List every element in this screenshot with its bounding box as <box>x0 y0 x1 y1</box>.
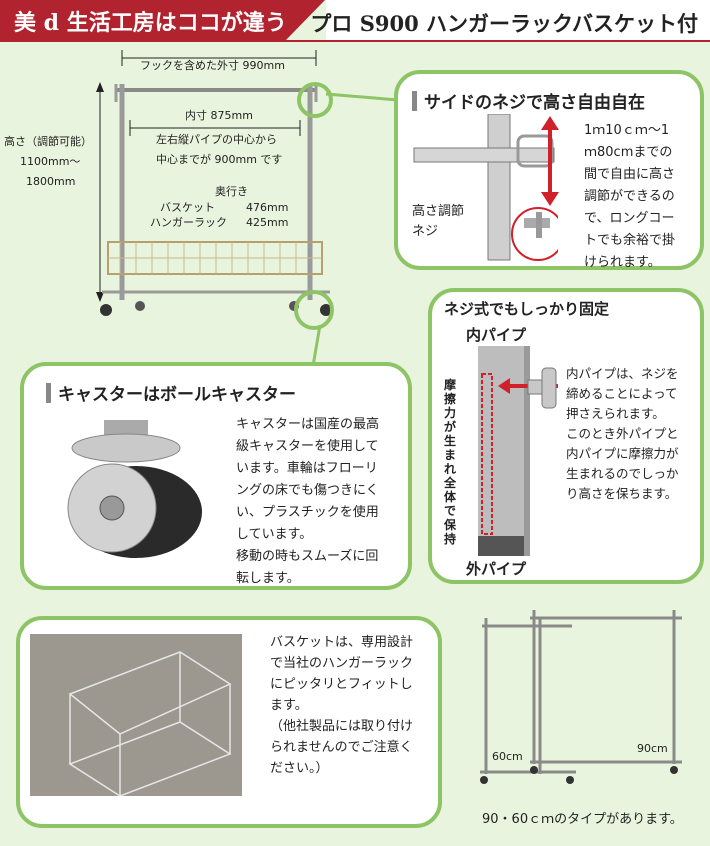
screw-fix-title: ネジ式でもしっかり固定 <box>444 300 610 318</box>
screw-fix-description: 内パイプは、ネジを締めることによって押さえられます。 このとき外パイプと内パイプ… <box>566 366 679 501</box>
header-product-bar: プロ S900 ハンガーラックバスケット付 <box>310 0 710 40</box>
header-brand-banner: 美 d 生活工房はココが違う <box>0 0 325 40</box>
pipe-center-text-1: 左右縦パイプの中心から <box>156 133 277 146</box>
rack-types-diagram <box>480 610 682 784</box>
caster-photo <box>40 414 210 564</box>
type-60-label: 60cm <box>492 750 523 763</box>
inner-pipe-label: 内パイプ <box>466 326 527 344</box>
caster-panel: キャスターはボールキャスター キャスターは国産の最高級キャスターを使用しています… <box>20 362 412 590</box>
product-title: プロ S900 ハンガーラックバスケット付 <box>310 11 698 36</box>
side-screw-title: サイドのネジで高さ自由自在 <box>412 88 645 113</box>
type-90-label: 90cm <box>637 742 668 755</box>
brand-title: 美 d 生活工房はココが違う <box>14 10 287 36</box>
basket-depth-value: 476mm <box>246 201 289 214</box>
screw-photo <box>413 114 558 261</box>
header-divider <box>0 40 710 42</box>
title-bar-icon <box>412 91 417 111</box>
title-bar-icon <box>46 383 51 403</box>
screw-highlight-circle <box>297 82 333 118</box>
caster-description: キャスターは国産の最高級キャスターを使用しています。車輪はフローリ ングの床でも… <box>236 417 380 586</box>
height-label: 高さ（調節可能） <box>4 135 92 148</box>
rack-diagram <box>96 50 332 316</box>
basket-panel: バスケットは、専用設計で当社のハンガーラックにピッタリとフィットし ます。（他社… <box>16 616 442 828</box>
rack-depth-label: ハンガーラック <box>150 216 227 229</box>
caster-title: キャスターはボールキャスター <box>46 380 296 405</box>
outer-width-label: フックを含めた外寸 990mm <box>140 59 285 72</box>
pipe-cross-section-diagram <box>478 346 558 556</box>
basket-depth-label: バスケット <box>160 201 215 214</box>
basket-description: バスケットは、専用設計で当社のハンガーラックにピッタリとフィットし ます。（他社… <box>270 635 414 776</box>
height-max: 1800mm <box>26 175 76 188</box>
caster-highlight-circle <box>294 290 334 330</box>
inner-width-label: 内寸 875mm <box>185 109 253 122</box>
height-min: 1100mm～ <box>20 155 81 168</box>
screw-connector <box>325 92 399 102</box>
types-caption: 90・60ｃｍのタイプがあります。 <box>482 812 683 827</box>
height-arrow-icon <box>541 116 559 206</box>
basket-photo <box>30 634 242 796</box>
depth-label: 奥行き <box>215 185 248 198</box>
screw-label-2: ネジ <box>412 224 439 239</box>
friction-vertical-text: 摩擦力が生まれ全体で保持 <box>444 378 457 546</box>
screw-label-1: 高さ調節 <box>412 204 465 219</box>
rack-depth-value: 425mm <box>246 216 289 229</box>
pipe-center-text-2: 中心までが 900mm です <box>156 153 283 166</box>
screw-fix-panel: ネジ式でもしっかり固定 内パイプ 摩擦力が生まれ全体で保持 外パイプ 内パイプは… <box>428 288 704 584</box>
outer-pipe-label: 外パイプ <box>466 560 527 578</box>
